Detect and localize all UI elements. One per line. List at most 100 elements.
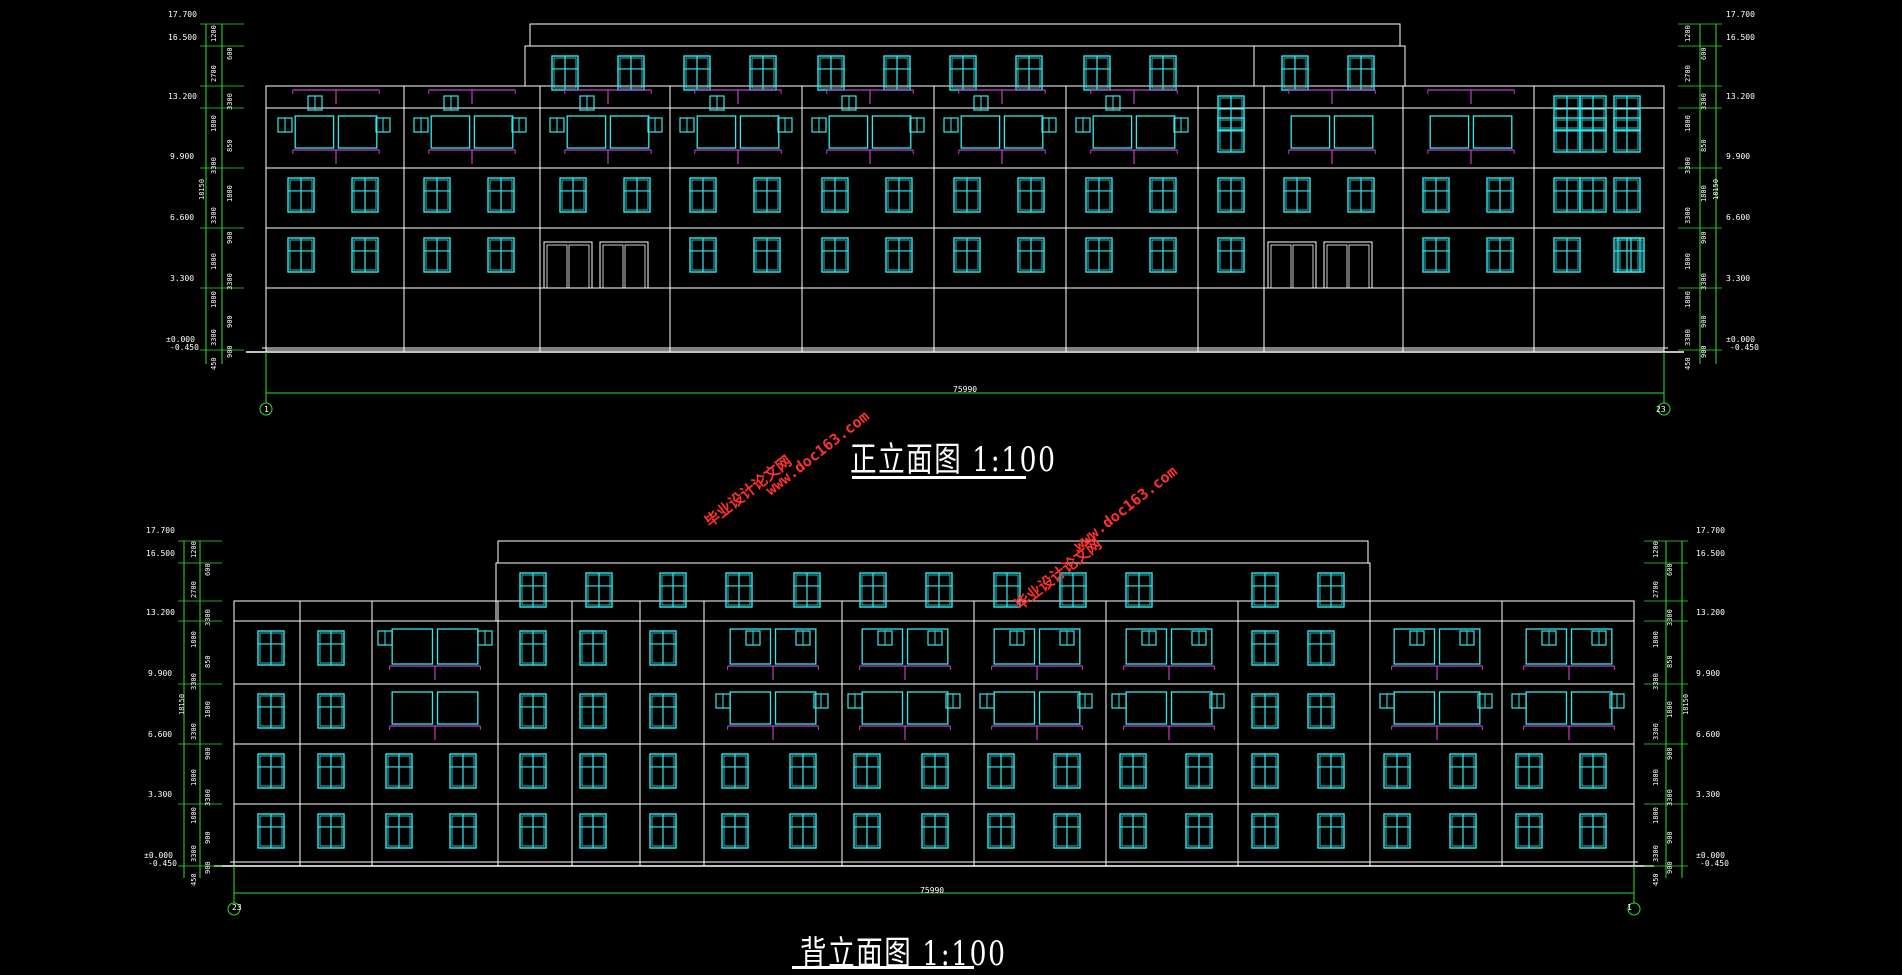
dimension-label: 1800 (210, 291, 218, 308)
back-elev-right-7: -0.450 (1700, 859, 1729, 868)
window (953, 177, 981, 213)
window (1422, 177, 1450, 213)
front-elev-right-5: 3.300 (1726, 274, 1751, 283)
balcony-unit (389, 628, 481, 680)
front-elev-right-1: 16.500 (1726, 33, 1755, 42)
dimension-label: 3300 (1700, 93, 1708, 110)
top-floor-block (495, 562, 1371, 622)
window (753, 177, 781, 213)
top-floor-block (524, 45, 1406, 87)
front-elev-right-3: 9.900 (1726, 152, 1751, 161)
dimension-label: 600 (204, 563, 212, 576)
window (721, 753, 749, 789)
window (287, 177, 315, 213)
dimension-label: 3300 (1700, 273, 1708, 290)
back-elevation (178, 540, 1688, 916)
dimension-label: 3300 (226, 93, 234, 110)
window (579, 630, 607, 666)
back-total-height-left: 18150 (178, 693, 186, 715)
window (579, 693, 607, 729)
dimension-label: 1800 (190, 631, 198, 648)
balcony-unit (1427, 89, 1515, 104)
roof-parapet (497, 540, 1369, 564)
window (859, 572, 887, 608)
dimension-label: 850 (226, 139, 234, 152)
window (987, 753, 1015, 789)
window (287, 237, 315, 273)
balcony-unit (1123, 691, 1215, 740)
front-elev-left-2: 13.200 (168, 92, 197, 101)
window (1083, 55, 1111, 91)
window (821, 237, 849, 273)
front-elev-left-1: 16.500 (168, 33, 197, 42)
window (649, 693, 677, 729)
balcony-unit (1123, 628, 1215, 680)
dimension-label: 1800 (210, 253, 218, 270)
window (519, 813, 547, 849)
window (1185, 753, 1213, 789)
window (519, 753, 547, 789)
window (953, 237, 981, 273)
window (579, 813, 607, 849)
dimension-label: 850 (1700, 139, 1708, 152)
axis-bubble-right (1657, 402, 1671, 416)
window (351, 237, 379, 273)
window (1317, 572, 1345, 608)
front-elev-left-4: 6.600 (170, 213, 195, 222)
roof-parapet (529, 23, 1401, 47)
window (317, 630, 345, 666)
dimension-label: 3300 (204, 609, 212, 626)
back-elev-right-3: 9.900 (1696, 669, 1721, 678)
window (1125, 572, 1153, 608)
back-axis-left: 23 (232, 903, 242, 912)
window (551, 55, 579, 91)
dimension-label: 1800 (190, 769, 198, 786)
dimension-label: 1800 (190, 807, 198, 824)
window (949, 55, 977, 91)
dimension-label: 900 (204, 747, 212, 760)
dimension-label: 1800 (1684, 291, 1692, 308)
dimension-label: 1200 (1652, 541, 1660, 558)
front-total-height-right: 18150 (1712, 178, 1720, 200)
window (649, 753, 677, 789)
window (1383, 753, 1411, 789)
dimension-label: 900 (1666, 831, 1674, 844)
window (1553, 237, 1581, 273)
window (1053, 813, 1081, 849)
window (317, 693, 345, 729)
dimension-label: 850 (204, 655, 212, 668)
dimension-label: 450 (210, 357, 218, 370)
front-elev-right-6: ±0.000 (1726, 335, 1755, 344)
window (1579, 813, 1607, 849)
dimension-label: 3300 (226, 273, 234, 290)
front-total-height-left: 18150 (198, 178, 206, 200)
dimension-label: 3300 (190, 845, 198, 862)
dimension-label: 900 (1700, 231, 1708, 244)
front-elev-right-2: 13.200 (1726, 92, 1755, 101)
back-elev-right-6: ±0.000 (1696, 851, 1725, 860)
main-body-outline (265, 85, 1665, 353)
dimension-label: 900 (204, 861, 212, 874)
window (257, 630, 285, 666)
front-elev-left-6: ±0.000 (166, 335, 195, 344)
window (993, 572, 1021, 608)
window (1613, 117, 1641, 153)
balcony-unit (727, 628, 819, 680)
front-elev-left-7: -0.450 (170, 343, 199, 352)
back-total-width: 75990 (920, 886, 945, 895)
back-elev-right-2: 13.200 (1696, 608, 1725, 617)
dimension-label: 2700 (1652, 581, 1660, 598)
window (1486, 237, 1514, 273)
back-elev-left-5: 3.300 (148, 790, 173, 799)
back-elev-left-0: 17.700 (146, 526, 175, 535)
window (257, 813, 285, 849)
back-elev-left-1: 16.500 (146, 549, 175, 558)
front-title-underline (852, 476, 1026, 479)
window (519, 630, 547, 666)
back-elev-left-4: 6.600 (148, 730, 173, 739)
front-axis-left: 1 (264, 405, 269, 414)
balcony-unit (826, 115, 914, 164)
dimension-label: 450 (1684, 357, 1692, 370)
window (1515, 813, 1543, 849)
